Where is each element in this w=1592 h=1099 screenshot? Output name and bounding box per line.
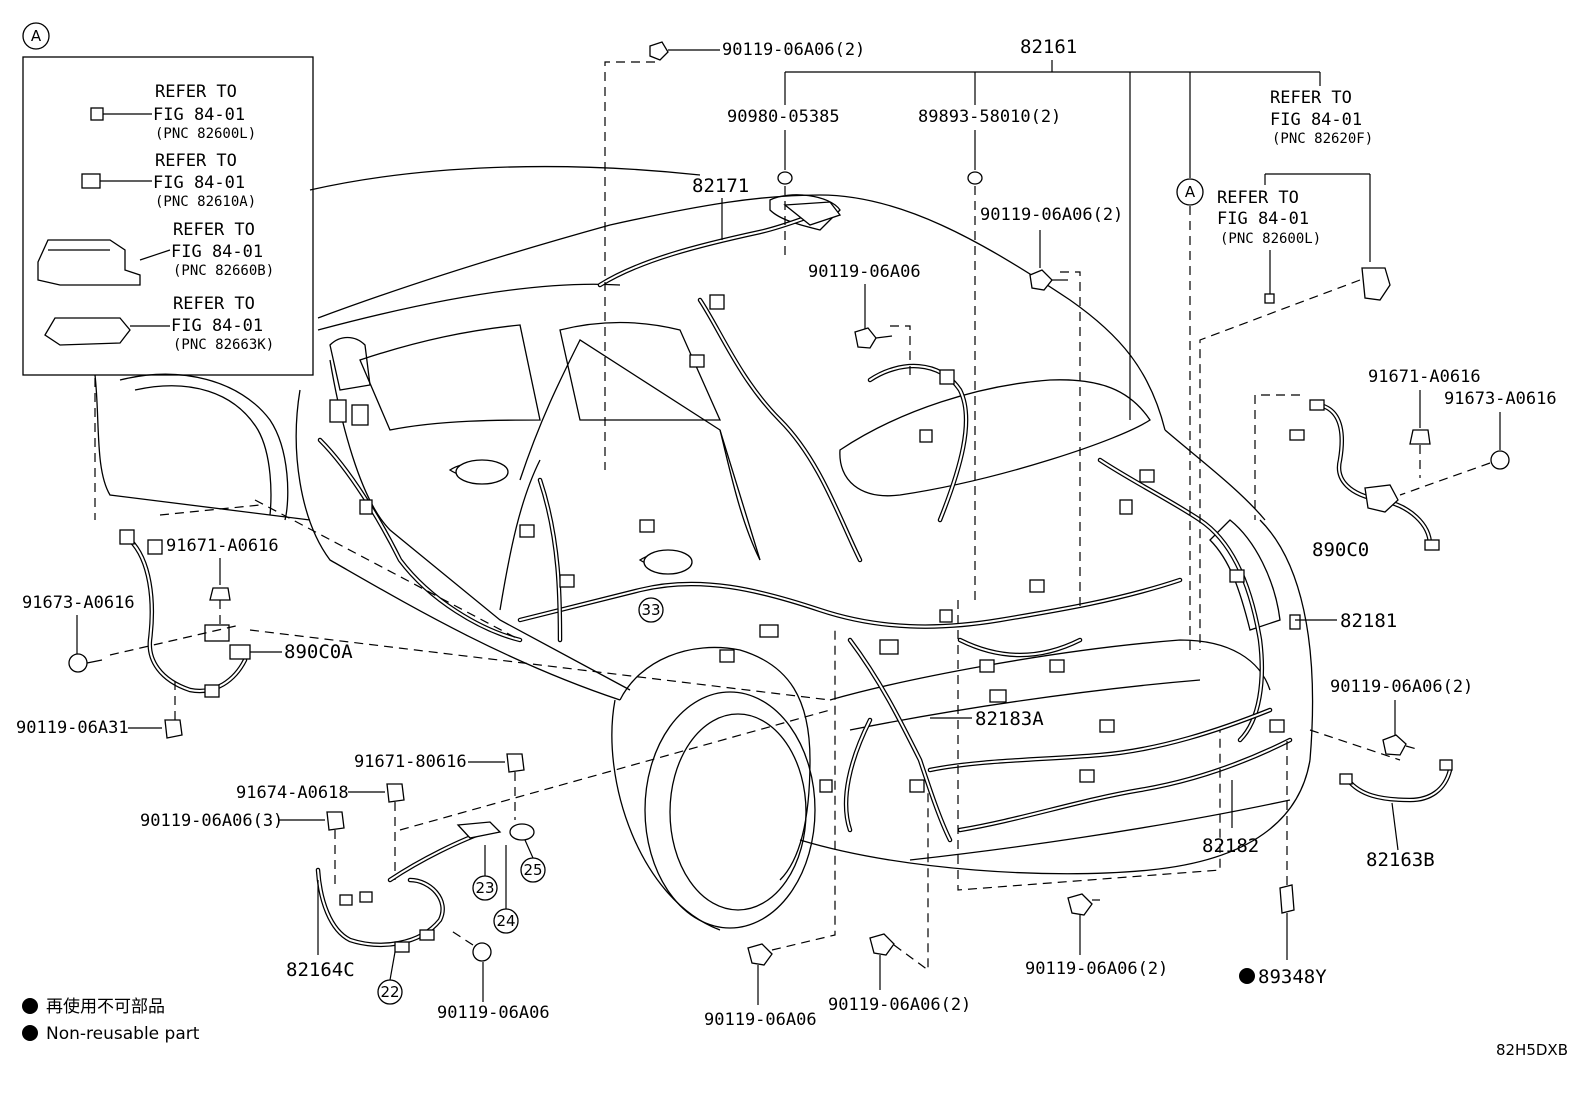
inset-pnc-2: (PNC 82610A) (155, 194, 256, 210)
bullet-icon (22, 998, 38, 1014)
label-82164C: 82164C (286, 959, 355, 981)
bolt-icon (747, 943, 773, 966)
top-labels: 90119-06A06(2) 82161 90980-05385 89893-5… (604, 36, 1321, 650)
bottom-center-group: 82183A 90119-06A06 90119-06A06(2) 90119-… (704, 600, 1221, 1030)
bullet-icon (22, 1025, 38, 1041)
circled-24: 24 (496, 912, 515, 930)
label-82181: 82181 (1340, 610, 1397, 632)
label-90119-bot3: 90119-06A06(2) (1025, 959, 1168, 979)
screw-icon (209, 587, 231, 601)
label-90119-06A31: 90119-06A31 (16, 718, 129, 738)
label-89893: 89893-58010(2) (918, 107, 1061, 127)
bottom-left-group: 91671-80616 91674-A0618 90119-06A06(3) 2… (140, 597, 831, 1023)
label-90980: 90980-05385 (727, 107, 840, 127)
inset-pnc-1: (PNC 82600L) (155, 126, 256, 142)
ref-right-fig-1: FIG 84-01 (1270, 110, 1362, 130)
non-reusable-mark-icon (1239, 968, 1255, 984)
bolt-icon (164, 719, 183, 739)
harness-connectors (329, 201, 1301, 793)
connector-82600l-icon (90, 107, 104, 121)
bolt-icon (869, 933, 895, 956)
ref-right-pnc-2: (PNC 82600L) (1220, 231, 1321, 247)
screw-icon (1490, 450, 1510, 470)
callout-letter: A (31, 27, 42, 45)
bolt-icon (472, 942, 492, 962)
inset-fig-4: FIG 84-01 (171, 316, 263, 336)
circled-22: 22 (380, 983, 399, 1001)
bolt-icon (1067, 893, 1093, 916)
connector-82610a-icon (81, 173, 101, 189)
right-refs: REFER TO FIG 84-01 (PNC 82620F) REFER TO… (1199, 88, 1391, 650)
grommet-icon (777, 171, 793, 185)
right-labels: 91671-A0616 91673-A0616 890C0 82181 9011… (1202, 367, 1557, 988)
label-91674: 91674-A0618 (236, 783, 349, 803)
label-90119-top: 90119-06A06(2) (722, 40, 865, 60)
label-90119-bl: 90119-06A06 (437, 1003, 550, 1023)
inset-fig-1: FIG 84-01 (153, 105, 245, 125)
circled-25: 25 (523, 861, 542, 879)
inset-refer-2: REFER TO (155, 151, 237, 171)
label-90119-harness: 90119-06A06 (808, 262, 921, 282)
clamp-icon (967, 171, 983, 185)
label-890C0: 890C0 (1312, 539, 1369, 561)
ref-right-refer-1: REFER TO (1270, 88, 1352, 108)
circled-33: 33 (641, 601, 660, 619)
legend: 再使用不可部品 Non-reusable part (22, 996, 200, 1044)
inset-refer-1: REFER TO (155, 82, 237, 102)
label-91673-left: 91673-A0616 (22, 593, 135, 613)
clip-icon (1279, 884, 1295, 914)
bolt-icon (854, 327, 877, 349)
label-90119-right: 90119-06A06(2) (1330, 677, 1473, 697)
circled-23: 23 (475, 879, 494, 897)
legend-en: Non-reusable part (46, 1024, 200, 1044)
label-890C0A: 890C0A (284, 641, 353, 663)
bolt-icon (649, 41, 669, 61)
screw-icon (68, 653, 88, 673)
ecu-bracket-icon (37, 239, 141, 286)
label-82163B: 82163B (1366, 849, 1435, 871)
label-82183A: 82183A (975, 708, 1044, 730)
label-82161: 82161 (1020, 36, 1077, 58)
inset-fig-2: FIG 84-01 (153, 173, 245, 193)
label-89348Y: 89348Y (1258, 966, 1327, 988)
label-91671-80616: 91671-80616 (354, 752, 467, 772)
inset-refer-4: REFER TO (173, 294, 255, 314)
bolt-icon (1029, 269, 1053, 291)
bolt-icon (1382, 734, 1407, 756)
label-82171: 82171 (692, 175, 749, 197)
ref-right-refer-2: REFER TO (1217, 188, 1299, 208)
label-91671-left: 91671-A0616 (166, 536, 279, 556)
inset-pnc-3: (PNC 82660B) (173, 263, 274, 279)
label-90119-3: 90119-06A06(3) (140, 811, 283, 831)
ref-right-pnc-1: (PNC 82620F) (1272, 131, 1373, 147)
label-90119-bot1: 90119-06A06 (704, 1010, 817, 1030)
ref-right-fig-2: FIG 84-01 (1217, 209, 1309, 229)
legend-jp: 再使用不可部品 (46, 996, 165, 1017)
label-82182: 82182 (1202, 835, 1259, 857)
screw-icon (1409, 429, 1431, 445)
connector-82600l-icon (1264, 293, 1275, 304)
screw-icon (386, 783, 405, 803)
inset-pnc-4: (PNC 82663K) (173, 337, 274, 353)
wire-harness-assemblies (317, 207, 1293, 843)
ecu-cover-icon (44, 317, 131, 346)
diagram-code: 82H5DXB (1496, 1041, 1568, 1059)
label-91673-right: 91673-A0616 (1444, 389, 1557, 409)
screw-icon (506, 753, 525, 773)
label-90119-mid: 90119-06A06(2) (980, 205, 1123, 225)
inset-box-a: A REFER TO FIG 84-01 (PNC 82600L) REFER … (22, 22, 314, 376)
connector-82620f-icon (1361, 267, 1391, 301)
bolt-icon (326, 811, 345, 831)
left-labels: 91671-A0616 91673-A0616 890C0A 90119-06A… (16, 378, 831, 739)
vehicle-body-outline (94, 165, 1314, 931)
inset-fig-3: FIG 84-01 (171, 242, 263, 262)
callout-letter-right: A (1185, 183, 1196, 201)
label-91671-right: 91671-A0616 (1368, 367, 1481, 387)
label-90119-bot2: 90119-06A06(2) (828, 995, 971, 1015)
inset-refer-3: REFER TO (173, 220, 255, 240)
